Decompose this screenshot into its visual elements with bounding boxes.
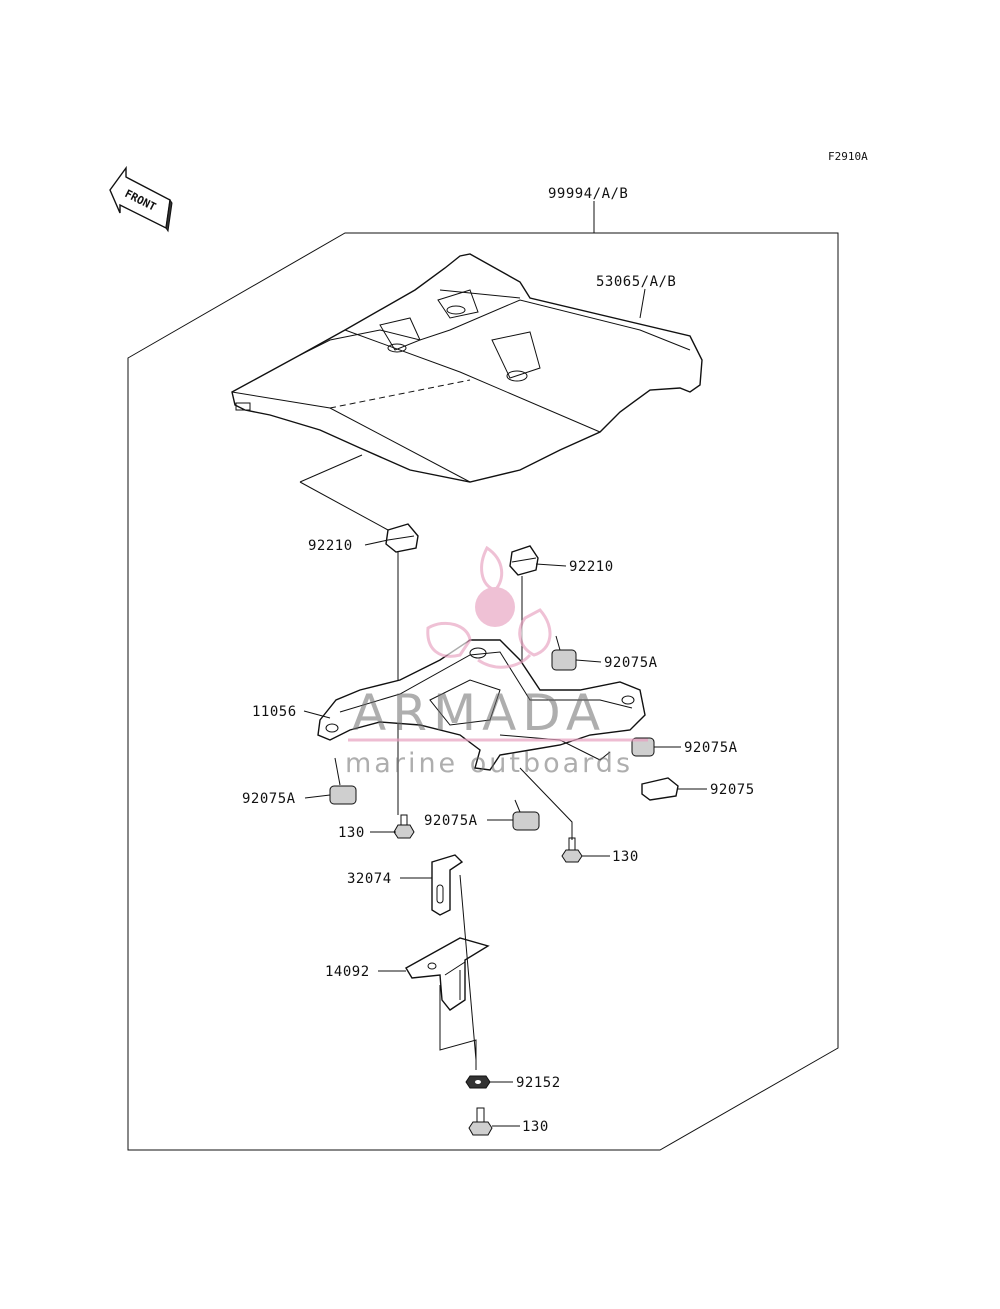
damper-center: [512, 799, 540, 831]
callout-130-left: 130: [338, 825, 365, 841]
figure-code: F2910A: [828, 150, 868, 163]
callout-92210-left: 92210: [308, 538, 353, 554]
callout-32074: 32074: [347, 871, 392, 887]
callout-53065: 53065/A/B: [596, 274, 676, 290]
leader-lines: [303, 201, 707, 1127]
callout-92075a-upper: 92075A: [604, 655, 658, 671]
watermark-brand: ARMADA: [352, 684, 606, 742]
callout-92075a-left: 92075A: [242, 791, 296, 807]
bolt-bottom: [468, 1107, 493, 1136]
propeller-logo-icon: [426, 545, 552, 669]
damper-upper-right: [551, 635, 577, 671]
callout-11056: 11056: [252, 704, 297, 720]
front-arrow-icon: FRONT: [109, 165, 173, 233]
bolt-right: [519, 767, 583, 863]
clip-nut-right: [509, 545, 539, 576]
callout-92152: 92152: [516, 1075, 561, 1091]
watermark-tagline: marine outboards: [345, 748, 633, 779]
stay-plate: [431, 854, 464, 916]
callout-92210-right: 92210: [569, 559, 614, 575]
callout-92075a-right: 92075A: [684, 740, 738, 756]
callout-14092: 14092: [325, 964, 370, 980]
latch-bracket: [405, 937, 490, 1011]
callout-92075: 92075: [710, 782, 755, 798]
callout-92075a-center: 92075A: [424, 813, 478, 829]
callout-130-right: 130: [612, 849, 639, 865]
clip-nut-left: [385, 523, 419, 553]
nut: [465, 1075, 491, 1089]
watermark: ARMADA marine outboards: [345, 545, 648, 779]
callout-130-bottom: 130: [522, 1119, 549, 1135]
damper-pad: [641, 777, 679, 801]
bolt-left: [393, 814, 415, 839]
assembly-frame: [127, 232, 839, 1151]
seat-cowl: [231, 253, 703, 483]
callout-99994: 99994/A/B: [548, 186, 628, 202]
